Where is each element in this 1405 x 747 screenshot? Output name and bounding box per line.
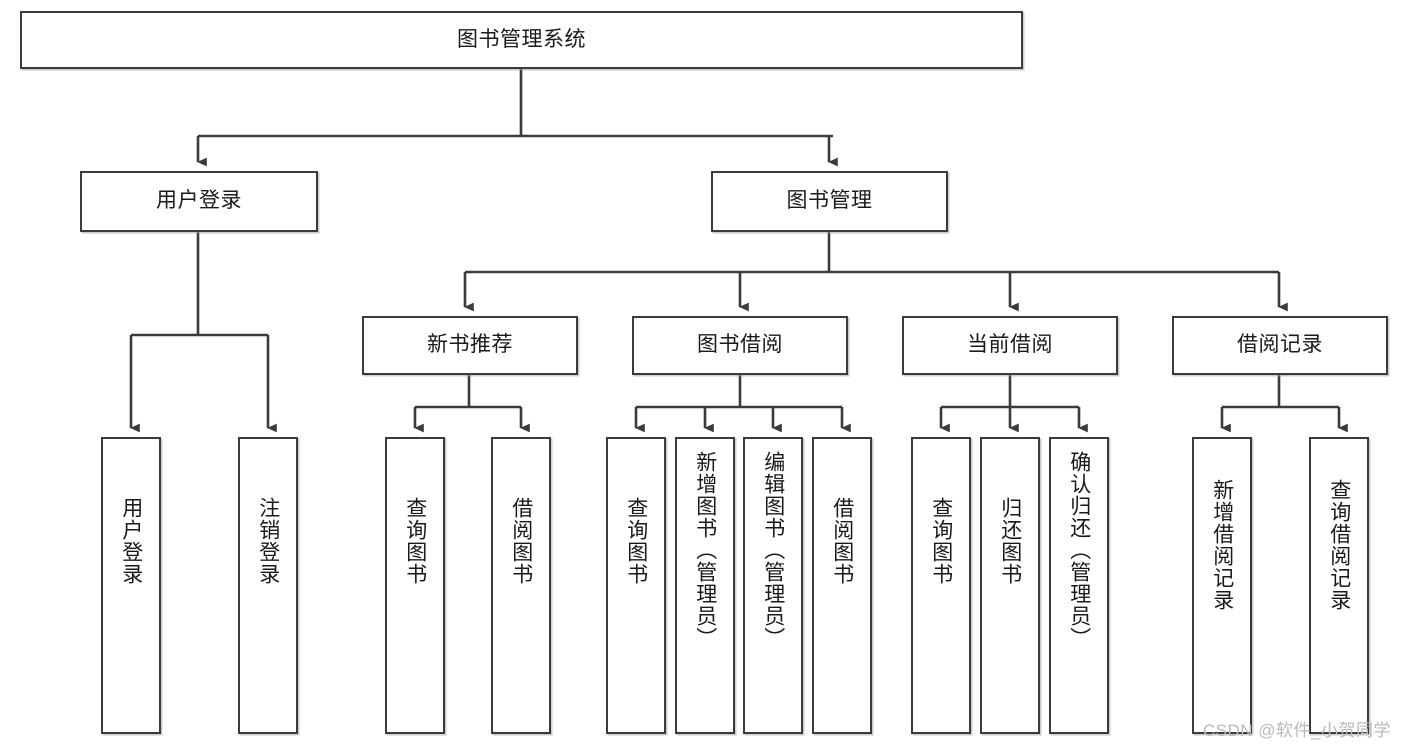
node-book-manage-label: 图书管理: [786, 189, 873, 213]
node-borrow-record[interactable]: 借阅记录: [1172, 316, 1388, 375]
node-leaf-add-book-label: 新增图书（管理员）: [693, 451, 717, 649]
node-leaf-return-book[interactable]: 归还图书: [980, 437, 1040, 734]
node-new-book-rec[interactable]: 新书推荐: [362, 316, 578, 375]
node-user-login[interactable]: 用户登录: [80, 171, 318, 232]
node-borrow-record-label: 借阅记录: [1237, 333, 1323, 357]
node-leaf-query-book-3-label: 查询图书: [929, 497, 953, 585]
node-leaf-edit-book[interactable]: 编辑图书（管理员）: [743, 437, 803, 734]
node-leaf-user-login[interactable]: 用户登录: [101, 437, 161, 734]
node-leaf-query-record-label: 查询借阅记录: [1327, 479, 1351, 611]
node-leaf-borrow-book-1-label: 借阅图书: [509, 497, 533, 585]
node-root-label: 图书管理系统: [457, 27, 586, 51]
node-leaf-add-record[interactable]: 新增借阅记录: [1192, 437, 1252, 734]
node-book-manage[interactable]: 图书管理: [711, 171, 948, 232]
node-leaf-add-record-label: 新增借阅记录: [1210, 479, 1234, 611]
node-leaf-query-book-2-label: 查询图书: [624, 497, 648, 585]
node-leaf-borrow-book-2-label: 借阅图书: [830, 497, 854, 585]
csdn-watermark: CSDN @软件_小贺同学: [1202, 721, 1391, 740]
node-current-borrow[interactable]: 当前借阅: [902, 316, 1118, 375]
node-leaf-edit-book-label: 编辑图书（管理员）: [761, 451, 785, 649]
node-leaf-query-book-2[interactable]: 查询图书: [606, 437, 666, 734]
node-leaf-return-book-label: 归还图书: [998, 497, 1022, 585]
node-leaf-confirm-return[interactable]: 确认归还（管理员）: [1049, 437, 1109, 734]
node-leaf-add-book[interactable]: 新增图书（管理员）: [675, 437, 735, 734]
node-current-borrow-label: 当前借阅: [967, 333, 1053, 357]
node-leaf-user-login-label: 用户登录: [119, 497, 143, 585]
node-leaf-query-book-1[interactable]: 查询图书: [385, 437, 445, 734]
node-leaf-query-record[interactable]: 查询借阅记录: [1309, 437, 1369, 734]
node-root[interactable]: 图书管理系统: [20, 11, 1023, 69]
node-new-book-rec-label: 新书推荐: [427, 333, 513, 357]
node-leaf-borrow-book-1[interactable]: 借阅图书: [491, 437, 551, 734]
node-user-login-label: 用户登录: [156, 189, 242, 213]
node-leaf-user-logout[interactable]: 注销登录: [238, 437, 298, 734]
node-book-borrow[interactable]: 图书借阅: [632, 316, 848, 375]
node-leaf-query-book-1-label: 查询图书: [403, 497, 427, 585]
node-leaf-user-logout-label: 注销登录: [256, 497, 280, 585]
node-leaf-confirm-return-label: 确认归还（管理员）: [1067, 451, 1091, 649]
node-leaf-borrow-book-2[interactable]: 借阅图书: [812, 437, 872, 734]
node-book-borrow-label: 图书借阅: [697, 333, 783, 357]
node-leaf-query-book-3[interactable]: 查询图书: [911, 437, 971, 734]
